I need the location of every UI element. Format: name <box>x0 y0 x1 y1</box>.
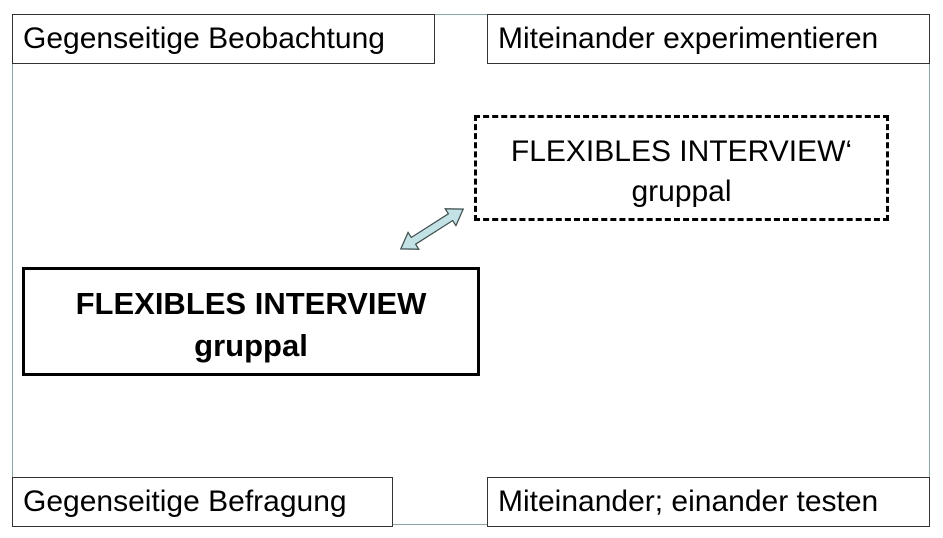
corner-label-top-left: Gegenseitige Beobachtung <box>12 14 435 64</box>
diagram-frame <box>12 14 930 525</box>
solid-box-title: FLEXIBLES INTERVIEW <box>75 286 427 321</box>
corner-label-top-right: Miteinander experimentieren <box>487 14 930 64</box>
solid-box-subtitle: gruppal <box>194 328 308 363</box>
flexible-interview-prime-box: FLEXIBLES INTERVIEW‘ gruppal <box>474 115 889 221</box>
flexible-interview-box: FLEXIBLES INTERVIEW gruppal <box>22 267 480 376</box>
dashed-box-title: FLEXIBLES INTERVIEW‘ <box>510 135 853 168</box>
corner-label-bottom-right: Miteinander; einander testen <box>487 477 930 527</box>
corner-label-bottom-left: Gegenseitige Befragung <box>12 477 393 527</box>
dashed-box-subtitle: gruppal <box>631 175 732 208</box>
